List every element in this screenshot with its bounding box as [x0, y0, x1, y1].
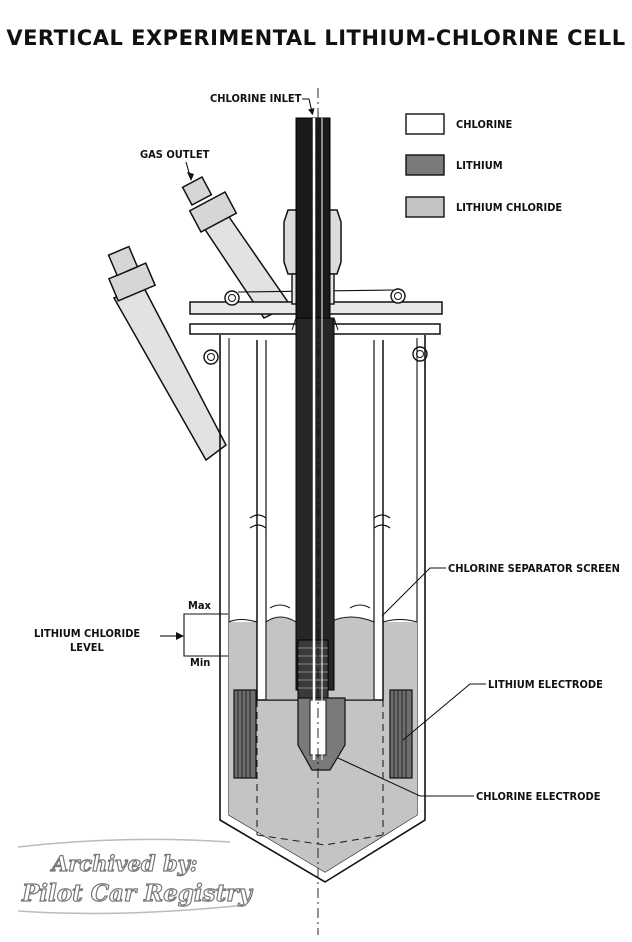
lithium-electrode-label: LITHIUM ELECTRODE: [488, 678, 603, 691]
lithium-electrode-left: [233, 689, 257, 779]
legend-label-lithium-chloride: LITHIUM CHLORIDE: [456, 201, 562, 214]
legend-label-lithium: LITHIUM: [456, 159, 503, 172]
watermark-line2: Pilot Car Registry: [21, 880, 253, 907]
legend-swatch-lithium-chloride: [405, 196, 445, 218]
legend-label-chlorine: CHLORINE: [456, 118, 512, 131]
level-label-line2: LEVEL: [70, 641, 104, 654]
watermark: Archived by: Pilot Car Registry: [17, 838, 254, 915]
min-label: Min: [190, 656, 210, 669]
gas-outlet-label: GAS OUTLET: [140, 148, 210, 161]
max-label: Max: [188, 599, 212, 612]
lithium-electrode-right: [389, 689, 413, 779]
legend-swatch-chlorine: [405, 113, 445, 135]
legend-item-chlorine: CHLORINE: [405, 113, 512, 135]
legend-swatch-lithium: [405, 154, 445, 176]
legend-item-lithium: LITHIUM: [405, 154, 503, 176]
watermark-line1: Archived by:: [50, 851, 198, 876]
diagram-title: VERTICAL EXPERIMENTAL LITHIUM-CHLORINE C…: [6, 26, 625, 50]
chlorine-inlet-label: CHLORINE INLET: [210, 92, 302, 105]
chlorine-electrode-label: CHLORINE ELECTRODE: [476, 790, 601, 803]
legend: CHLORINE LITHIUM LITHIUM CHLORIDE: [405, 113, 562, 218]
left-angled-tube: [107, 245, 227, 462]
chlorine-electrode-assembly: [283, 117, 346, 771]
separator-screen-label: CHLORINE SEPARATOR SCREEN: [448, 562, 620, 575]
level-label-line1: LITHIUM CHLORIDE: [34, 627, 140, 640]
legend-item-lithium-chloride: LITHIUM CHLORIDE: [405, 196, 562, 218]
lithium-chloride-level-indicator: LITHIUM CHLORIDE LEVEL Max Min: [34, 599, 228, 669]
